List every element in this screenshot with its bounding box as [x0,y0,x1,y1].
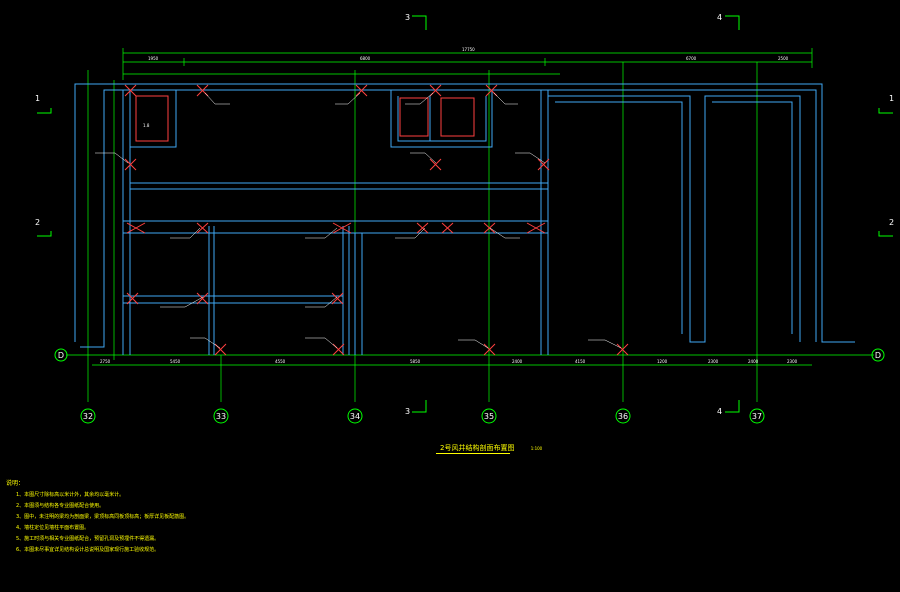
section-label-top-4: 4 [717,13,722,22]
bottom-dimension-10: 2300 [787,359,798,364]
bottom-dimension-8: 2300 [708,359,719,364]
axis-labels: 32 33 34 35 36 37 D D [58,351,881,421]
axis-bubbles [54,348,885,424]
note-item: 3、图中，未注明的梁均为剖面梁，梁顶标高同板顶标高；板厚详见板配筋图。 [16,514,190,520]
bottom-dimension-5: 2400 [512,359,523,364]
note-item: 6、本图未尽事宜详见结构设计总说明及国家现行施工验收规范。 [16,547,160,553]
note-item: 4、墙柱定位见墙柱平面布置图。 [16,525,90,531]
section-label-left-2: 2 [35,218,40,227]
top-dimension-2: 6800 [360,56,371,61]
top-dimension-3: 6700 [686,56,697,61]
top-dimension-4: 2500 [778,56,789,61]
section-label-top-3: 3 [405,13,410,22]
axis-label-37: 37 [752,412,762,421]
bottom-dimension-6: 4150 [575,359,586,364]
title-underline [436,453,510,454]
axis-label-d-left: D [58,351,64,360]
note-item: 5、施工时须与相关专业图纸配合，预留孔洞及预埋件不得遗漏。 [16,536,160,542]
dimension-text: 17750 1950 6800 6700 2500 2750 5450 4550… [100,47,798,364]
axis-label-35: 35 [484,412,494,421]
section-marks [37,15,893,413]
drawing-title: 2号风井结构剖面布置图 [440,444,515,452]
axis-label-33: 33 [216,412,226,421]
bottom-dimension-7: 1200 [657,359,668,364]
section-label-right-2: 2 [889,218,894,227]
walls [74,83,855,355]
overall-dimension: 17750 [462,47,475,52]
axis-label-36: 36 [618,412,628,421]
columns [124,84,629,356]
dimension-lines [92,48,813,366]
section-label-bottom-4: 4 [717,407,722,416]
notes-block: 说明： 1、本图尺寸除标高以米计外，其余均以毫米计。 2、本图须与结构各专业图纸… [6,478,886,556]
bottom-dimension-9: 2400 [748,359,759,364]
axis-lines [66,62,874,402]
drawing-scale: 1:100 [530,446,543,451]
axis-label-d-right: D [875,351,881,360]
bottom-dimension-2: 5450 [170,359,181,364]
top-dimension-1: 1950 [148,56,159,61]
bottom-dimension-1: 2750 [100,359,111,364]
note-item: 2、本图须与结构各专业图纸配合使用。 [16,503,105,509]
room-tag: 1.8 [143,123,150,128]
axis-label-32: 32 [83,412,93,421]
bottom-dimension-4: 5850 [410,359,421,364]
drawing-title-block: 2号风井结构剖面布置图 1:100 [436,443,543,454]
section-mark-labels: 1 2 1 2 3 4 3 4 [35,13,894,416]
section-label-left-1: 1 [35,94,40,103]
bottom-dimension-3: 4550 [275,359,286,364]
leaders [95,92,622,349]
section-label-right-1: 1 [889,94,894,103]
openings [135,95,475,142]
axis-label-34: 34 [350,412,360,421]
section-label-bottom-3: 3 [405,407,410,416]
notes-heading: 说明： [6,480,25,487]
note-item: 1、本图尺寸除标高以米计外，其余均以毫米计。 [16,492,125,498]
